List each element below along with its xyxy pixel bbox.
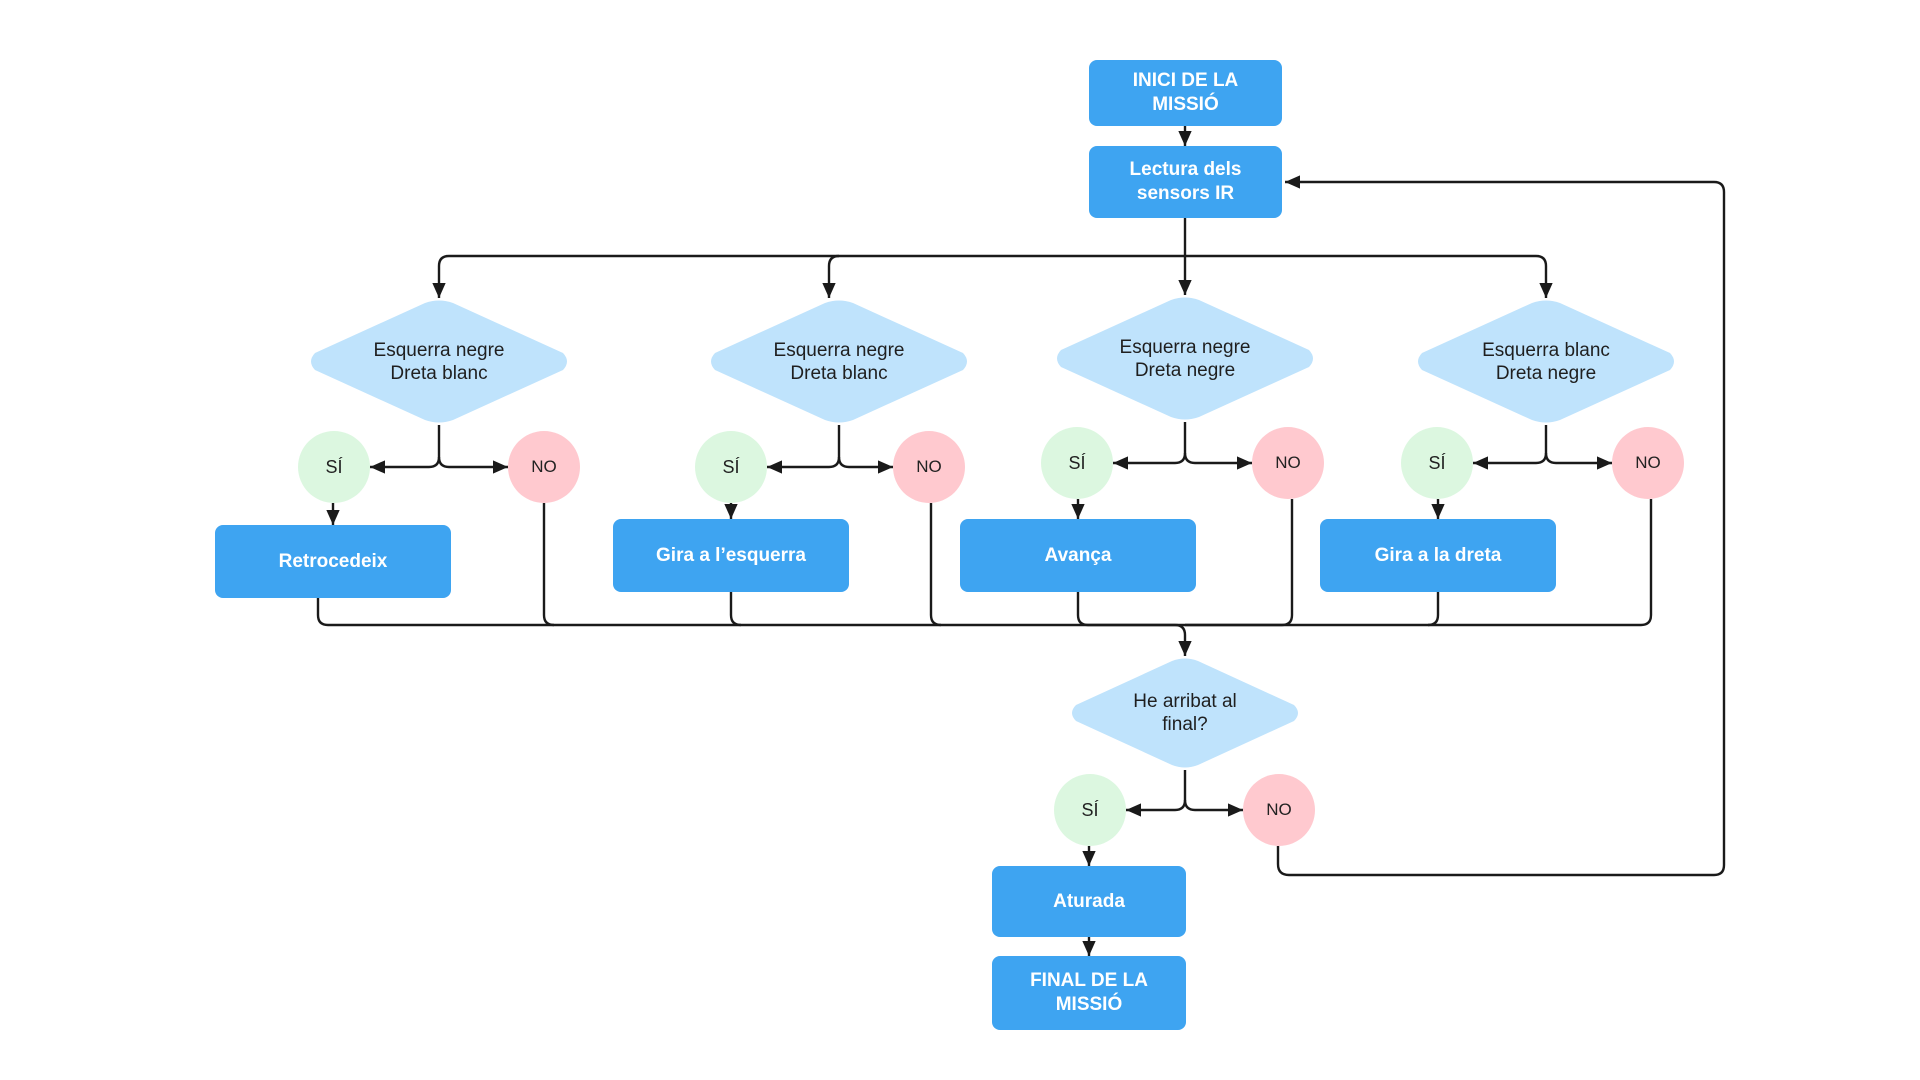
yes-circle-final: SÍ	[1054, 774, 1126, 846]
decision-final-check-label: He arribat al final?	[1133, 691, 1237, 735]
merge-d4-no	[1185, 499, 1653, 627]
no-circle-1: NO	[508, 431, 580, 503]
no-circle-2: NO	[893, 431, 965, 503]
read-sensors-node: Lectura dels sensors IR	[1089, 146, 1282, 218]
action-turn-right: Gira a la dreta	[1320, 519, 1556, 592]
yes-circle-4: SÍ	[1401, 427, 1473, 499]
action-back: Retrocedeix	[215, 525, 451, 598]
decision-final-check: He arribat al final?	[1068, 656, 1302, 770]
arrow-d4-no	[1544, 452, 1612, 470]
action-turn-left: Gira a l’esquerra	[613, 519, 849, 592]
diamond-shape	[1418, 300, 1674, 423]
yes-circle-1: SÍ	[298, 431, 370, 503]
diamond-shape	[711, 300, 967, 423]
no-circle-4: NO	[1612, 427, 1684, 499]
merge-d2-no	[929, 503, 942, 627]
decision-2: Esquerra negre Dreta blanc	[707, 298, 971, 425]
diamond-shape	[311, 300, 567, 423]
arrow-d1-no	[437, 456, 508, 474]
arrow-to-decision-2	[822, 254, 840, 298]
arrow-to-decision-4	[1185, 254, 1553, 298]
no-circle-final: NO	[1243, 774, 1315, 846]
decision-4-label: Esquerra blanc Dreta negre	[1482, 339, 1610, 384]
decision-1: Esquerra negre Dreta blanc	[307, 298, 571, 425]
yes-circle-3: SÍ	[1041, 427, 1113, 499]
merge-forward	[1076, 592, 1185, 627]
action-stop: Aturada	[992, 866, 1186, 937]
diamond-shape	[1057, 297, 1313, 420]
arrow-d3-yes	[1113, 422, 1187, 470]
merge-d1-no	[542, 503, 555, 627]
diamond-shape	[1072, 658, 1298, 768]
action-forward: Avança	[960, 519, 1196, 592]
merge-back	[316, 598, 1192, 656]
decision-1-label: Esquerra negre Dreta blanc	[373, 339, 505, 384]
merge-right	[1427, 592, 1440, 627]
no-circle-3: NO	[1252, 427, 1324, 499]
decision-4: Esquerra blanc Dreta negre	[1414, 298, 1678, 425]
decision-3: Esquerra negre Dreta negre	[1053, 295, 1317, 422]
yes-circle-2: SÍ	[695, 431, 767, 503]
arrow-final-no	[1183, 799, 1243, 817]
merge-d3-no	[1185, 499, 1294, 627]
arrow-to-decision-1	[432, 254, 1185, 298]
arrow-d1-yes	[370, 425, 441, 474]
loop-back-arrow	[1276, 175, 1726, 877]
merge-left	[729, 592, 742, 627]
arrow-d2-no	[837, 456, 893, 474]
decision-2-label: Esquerra negre Dreta blanc	[773, 339, 905, 384]
arrow-d4-yes	[1473, 425, 1548, 470]
arrow-final-yes	[1126, 770, 1187, 817]
start-node: INICI DE LA MISSIÓ	[1089, 60, 1282, 126]
arrow-d3-no	[1183, 452, 1252, 470]
arrow-d2-yes	[767, 425, 841, 474]
decision-3-label: Esquerra negre Dreta negre	[1119, 336, 1251, 381]
end-node: FINAL DE LA MISSIÓ	[992, 956, 1186, 1030]
